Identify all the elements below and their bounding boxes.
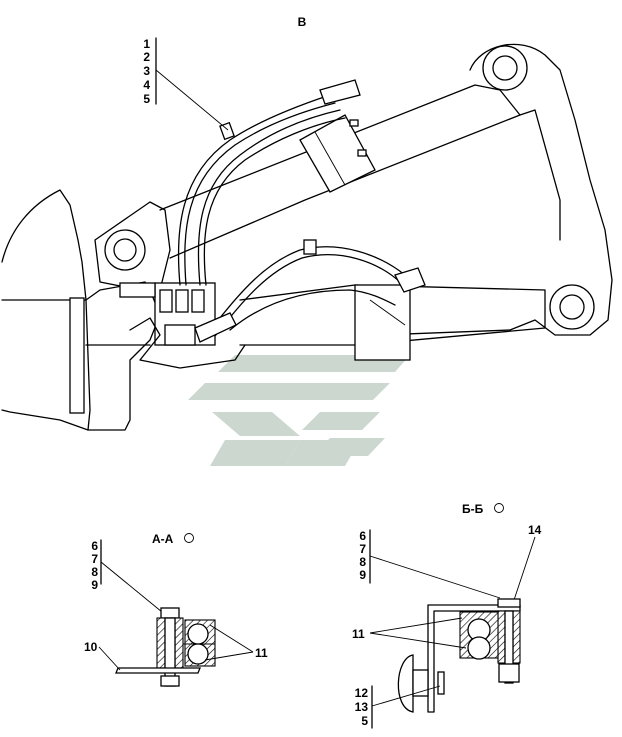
svg-text:5: 5	[361, 714, 368, 728]
svg-text:9: 9	[91, 578, 98, 592]
lower-cylinder	[239, 284, 546, 346]
bolt-head-bb	[497, 598, 521, 608]
svg-text:7: 7	[359, 542, 366, 556]
link-plate	[379, 43, 613, 336]
frame-body	[1, 189, 91, 431]
watermark-logo	[188, 355, 410, 466]
label-14-bb: 14	[528, 523, 542, 537]
callout-3: 3	[143, 64, 150, 78]
pivot-bracket	[94, 201, 171, 291]
section-aa: А-А 6 7 8 9 10 11	[84, 532, 268, 687]
hose-1	[177, 94, 331, 286]
hose-3	[209, 246, 406, 331]
svg-text:9: 9	[359, 568, 366, 582]
hose-2	[197, 109, 341, 286]
section-bb-title: Б-Б	[462, 502, 484, 516]
svg-text:13: 13	[355, 700, 369, 714]
rotation-symbol	[184, 533, 194, 543]
svg-text:6: 6	[91, 539, 98, 553]
view-title: В	[298, 15, 307, 29]
plate-aa	[115, 667, 201, 674]
main-assembly-view	[1, 43, 613, 431]
label-11-aa: 11	[255, 646, 268, 660]
frame-plate	[69, 297, 85, 414]
svg-text:12: 12	[355, 686, 369, 700]
svg-text:6: 6	[359, 529, 366, 543]
upper-arm	[159, 84, 521, 259]
callout-4: 4	[143, 78, 150, 92]
dome-cap-bb	[397, 654, 414, 713]
bolt-shank-bb	[504, 610, 514, 684]
upper-cylinder-head	[299, 114, 376, 193]
callout-1: 1	[143, 37, 150, 51]
label-11-bb: 11	[352, 627, 365, 641]
svg-text:8: 8	[359, 555, 366, 569]
callout-5: 5	[143, 92, 150, 106]
svg-text:8: 8	[91, 565, 98, 579]
rotation-symbol	[494, 503, 504, 513]
section-aa-title: А-А	[152, 532, 174, 546]
section-bb: Б-Б 6 7 8 9 14 11 12 13 5	[352, 502, 542, 729]
callout-2: 2	[143, 50, 150, 64]
callout-group-1-5: 1 2 3 4 5	[143, 37, 229, 131]
label-10-aa: 10	[84, 640, 98, 654]
bolt-head-aa	[160, 607, 180, 619]
svg-text:7: 7	[91, 552, 98, 566]
